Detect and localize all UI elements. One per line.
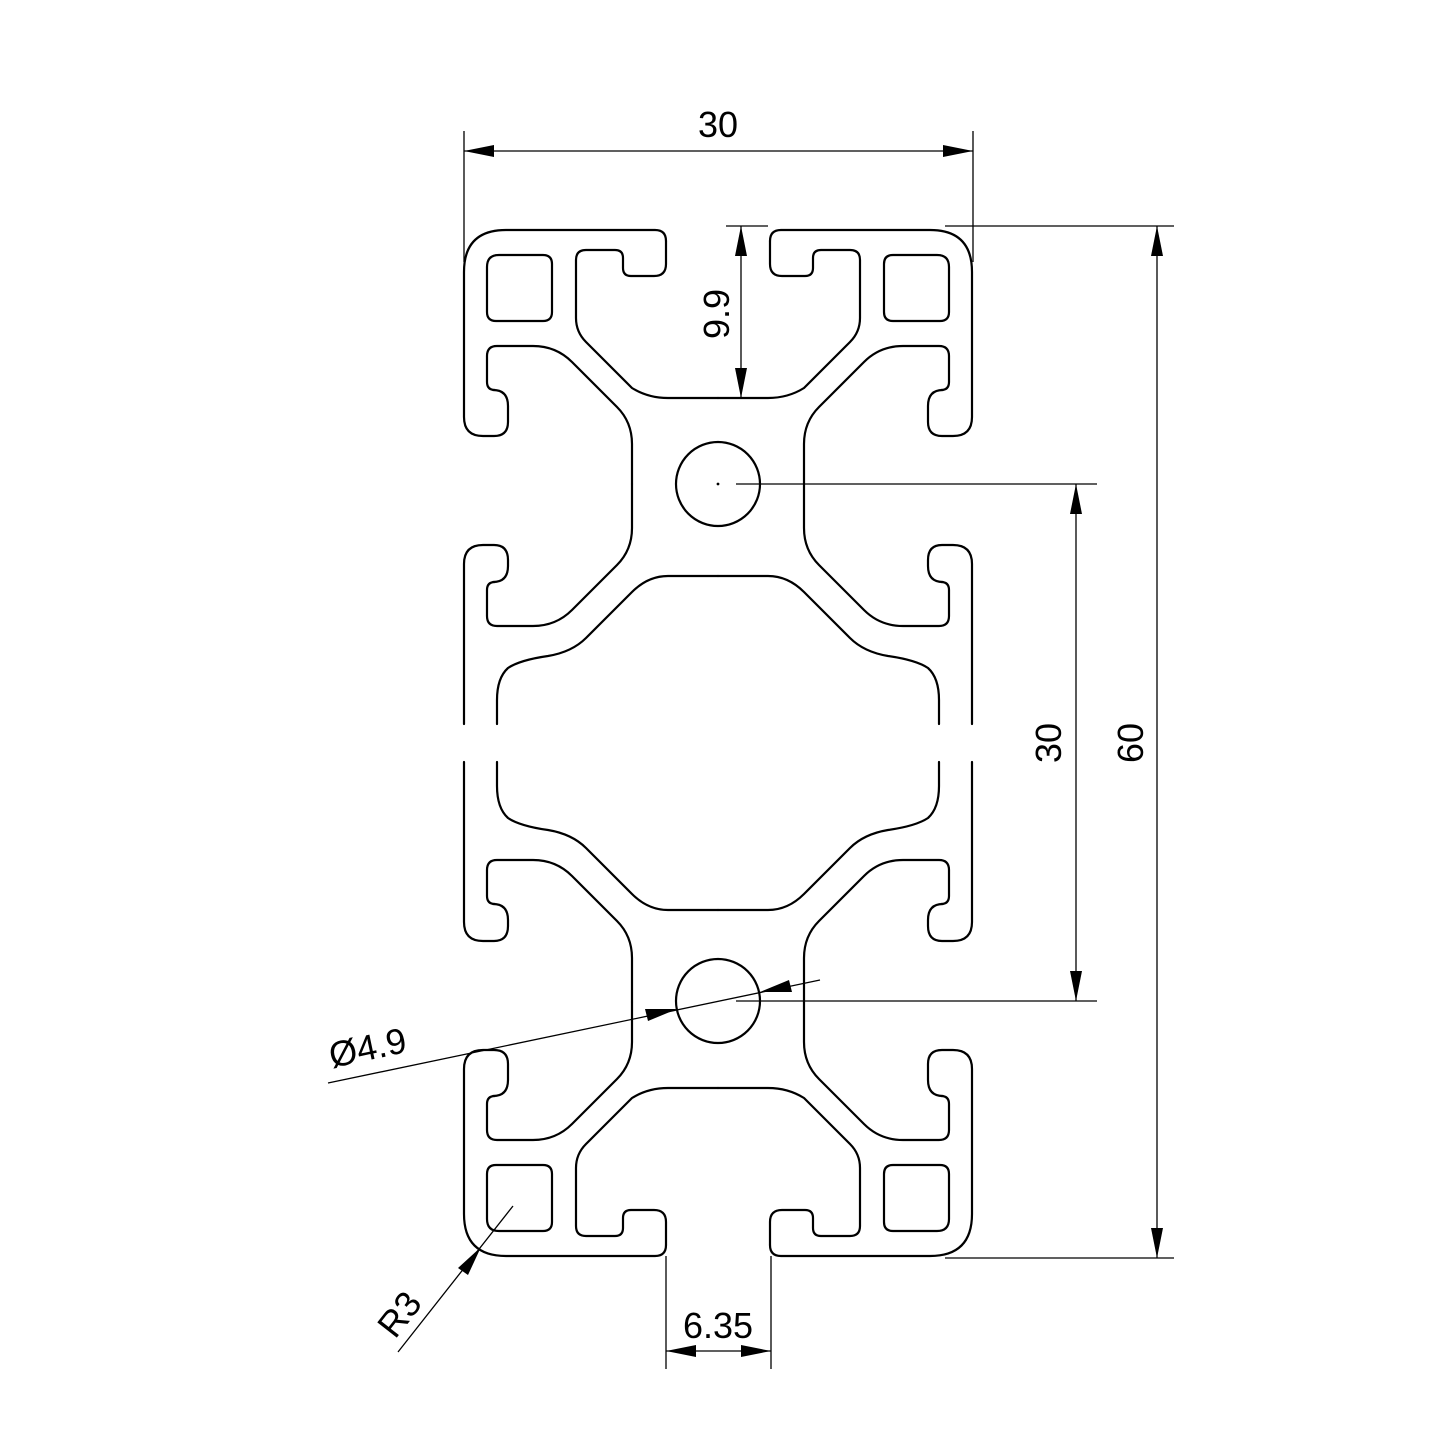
- dim-center-spacing-label: 30: [1028, 723, 1069, 763]
- dim-slot-depth-label: 9.9: [696, 289, 737, 339]
- center-mark-top: [716, 482, 720, 486]
- dim-overall-height-label: 60: [1110, 723, 1151, 763]
- profile-outline: [464, 230, 972, 1256]
- dim-slot-width: [665, 1256, 772, 1369]
- dim-slot-depth: [726, 225, 768, 398]
- dim-hole-diameter: [327, 979, 821, 1084]
- dim-overall-height: [945, 225, 1174, 1259]
- dim-slot-width-label: 6.35: [683, 1305, 753, 1346]
- profile-lower-half: [464, 762, 972, 1256]
- dim-hole-diameter-label: Ø4.9: [325, 1019, 410, 1075]
- dim-center-spacing: [736, 483, 1097, 1002]
- dim-corner-radius-label: R3: [369, 1283, 430, 1345]
- dim-width-top: [463, 131, 974, 262]
- dim-corner-radius: [397, 1205, 514, 1353]
- dim-width-top-label: 30: [698, 104, 738, 145]
